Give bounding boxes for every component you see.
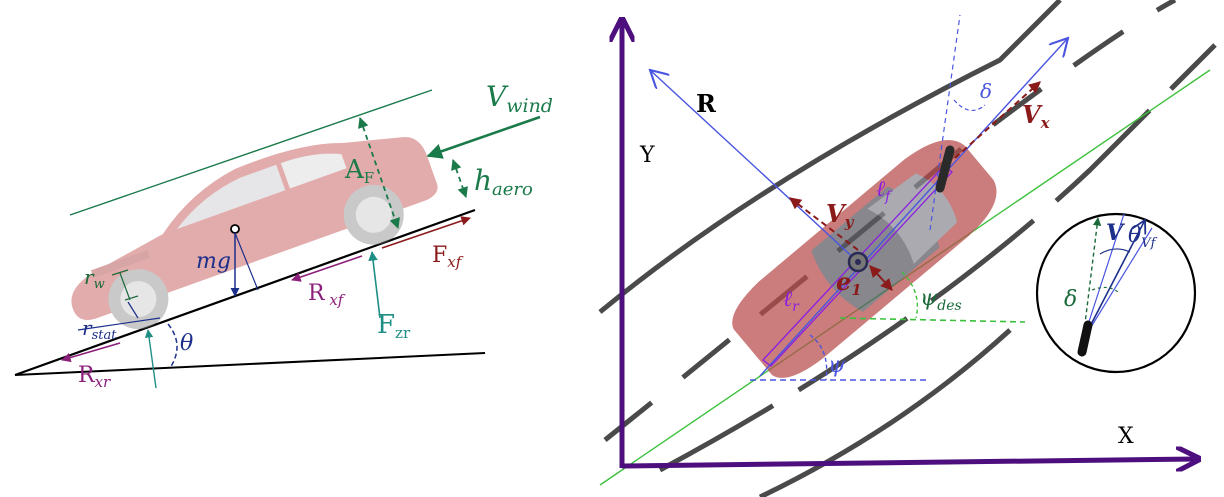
front-rolling-resistance-arrow [291,255,363,282]
lateral-error-arrow [869,265,893,291]
front-traction-arrow [381,216,471,249]
gravity-normal-component [234,232,259,291]
rear-normal-force-arrow [144,329,157,389]
wheel-radius-label: rw [84,265,105,292]
road-far-edge [758,328,1012,497]
longitudinal-velocity-label: Vx [1022,100,1051,132]
lateral-error-label: e1 [836,267,862,299]
front-wheel-heading-line [929,14,961,231]
inset-steer-label: δ [1064,287,1077,312]
slope-angle-arc [167,323,178,369]
inset-velocity-label: V [1106,220,1125,246]
wheel-radius-tick-lower [124,295,139,301]
wheelbase-outline [762,165,953,367]
tire-detail-inset: V θVf δ [1035,212,1197,374]
front-normal-force-arrow [368,251,381,319]
rear-axle-distance-label: ℓr [783,287,800,315]
inset-velocity-vector-2 [1082,227,1153,341]
road-outer-edge [598,0,1062,314]
x-axis [621,459,1196,466]
desired-heading-label: ψdes [920,286,962,314]
heading-arc [809,334,828,381]
static-radius-line [127,301,139,319]
lateral-velocity-label: Vy [826,199,855,231]
desired-heading-reference [839,317,1026,323]
slope-angle-label: θ [180,331,193,356]
roof-reference-line [69,89,433,216]
cg-marker-icon [847,251,869,273]
wheel-radius-line [119,272,131,301]
front-traction-label: Fxf [432,243,464,271]
planar-model-diagram: Y X R δ Vx Vy ℓf ℓr [598,0,1217,497]
wind-velocity-label: Vwind [486,80,553,117]
horizontal-ground-line [14,352,486,376]
frontal-area-label: AF [344,155,374,187]
vehicle-longitudinal-axis [759,38,1068,377]
turn-radius-arrow [650,70,859,263]
inset-velocity-vector-3 [1082,213,1125,341]
inset-steer-arc [1091,286,1119,293]
front-rolling-resistance-label: R xf [308,281,346,309]
inset-velocity-vector [1082,220,1145,341]
slope-diagram: Vwind AF haero Fxf R xf Fzr mg rw rstat … [14,80,553,391]
aero-height-label: haero [474,164,533,200]
turn-radius-label: R [696,89,717,118]
front-wheel-icon [935,145,955,193]
steer-angle-label: δ [980,79,992,103]
y-axis-label: Y [639,143,655,168]
road-surface [14,208,476,377]
heading-label: ψ [828,353,846,378]
static-radius-base [77,317,161,331]
static-radius-label: rstat [82,316,117,343]
aero-height-arrow [451,158,468,199]
front-normal-force-label: Fzr [377,310,411,342]
rear-rolling-resistance-arrow [61,342,121,363]
rear-rolling-resistance-label: Rxr [78,363,111,391]
x-axis-label: X [1118,424,1134,449]
wind-velocity-arrow [426,115,541,159]
inset-slip-label: θVf [1128,223,1158,251]
lateral-velocity-arrow [789,197,859,251]
road-inner-edge [658,43,1217,473]
inset-tire-icon [1077,320,1093,357]
steer-angle-arc [953,99,986,111]
longitudinal-velocity-arrow [954,81,1041,159]
frontal-area-arrow [358,116,400,230]
gravity-label: mg [196,249,231,274]
inset-slip-arc [1099,248,1131,255]
front-axle-distance-label: ℓf [876,177,893,205]
center-of-mass-icon [230,224,240,234]
wheel-radius-tick [111,269,129,276]
